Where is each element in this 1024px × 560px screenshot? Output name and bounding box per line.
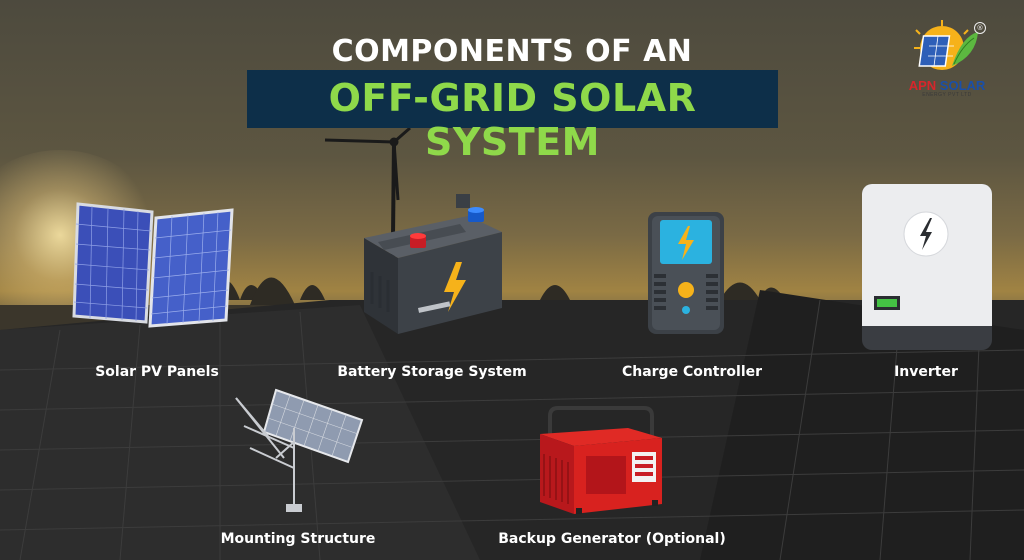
battery-icon: [364, 194, 502, 334]
title-line-1: COMPONENTS OF AN: [331, 34, 693, 69]
registered-mark: ®: [974, 22, 986, 34]
label-solar-pv-panels: Solar PV Panels: [95, 364, 219, 380]
logo-wordmark: APN SOLAR: [897, 78, 997, 93]
title-banner: [247, 70, 778, 128]
label-backup-generator: Backup Generator (Optional): [498, 531, 726, 547]
label-charge-controller: Charge Controller: [621, 364, 763, 380]
inverter-icon: [862, 184, 992, 350]
title-line-2: OFF-GRID SOLAR SYSTEM: [328, 76, 697, 164]
mounting-structure-icon: [235, 388, 364, 512]
logo-brand-red: APN: [908, 78, 937, 93]
label-battery-storage-system: Battery Storage System: [337, 364, 527, 380]
label-mounting-structure: Mounting Structure: [220, 531, 376, 547]
solar-panel-icon: [72, 202, 234, 328]
logo-subtitle: ENERGY PVT LTD: [922, 92, 972, 98]
company-logo-icon: [914, 20, 978, 70]
charge-controller-icon: [648, 212, 724, 334]
roof-panels: [0, 290, 1024, 560]
label-inverter: Inverter: [894, 364, 958, 380]
logo-brand-blue: SOLAR: [939, 78, 986, 93]
generator-icon: [540, 406, 662, 514]
